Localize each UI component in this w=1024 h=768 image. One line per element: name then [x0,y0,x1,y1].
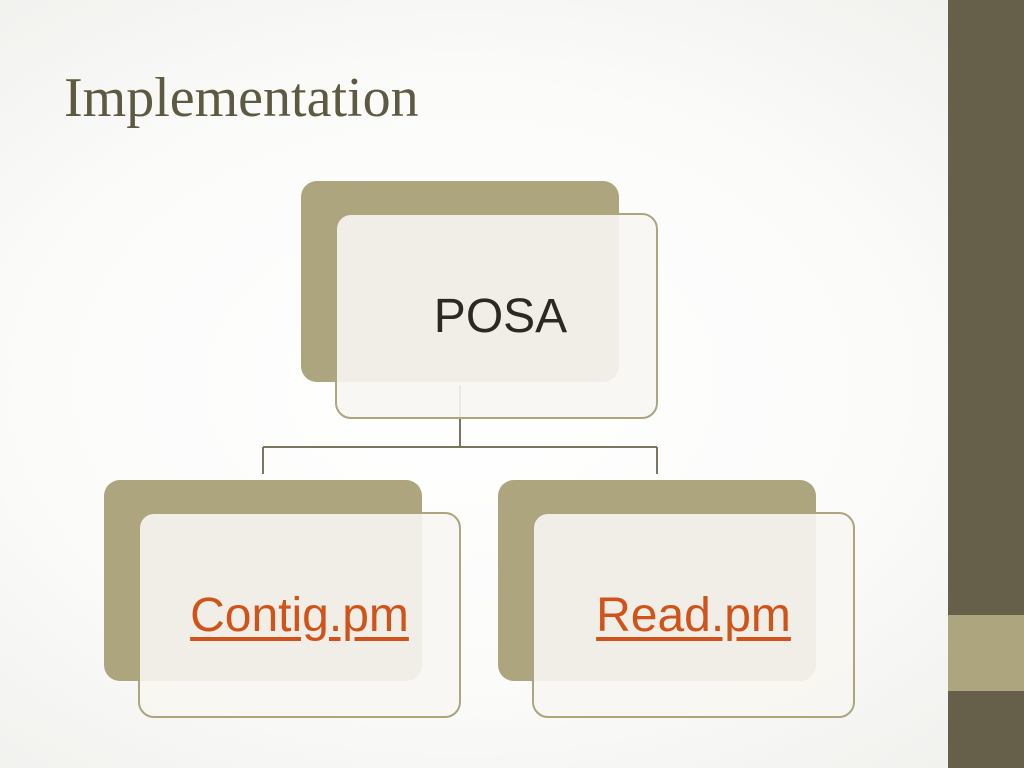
node-posa-label: POSA [433,289,568,343]
node-posa: POSA [301,181,658,419]
read-link[interactable]: Read.pm [596,588,791,642]
contig-link[interactable]: Contig.pm [190,588,409,642]
node-posa-box: POSA [335,213,658,419]
node-read-box: Read.pm [532,512,855,718]
sidebar-accent-block [948,615,1024,691]
node-read: Read.pm [498,480,855,718]
node-contig-box: Contig.pm [138,512,461,718]
slide-title: Implementation [64,67,419,129]
node-contig: Contig.pm [104,480,461,718]
